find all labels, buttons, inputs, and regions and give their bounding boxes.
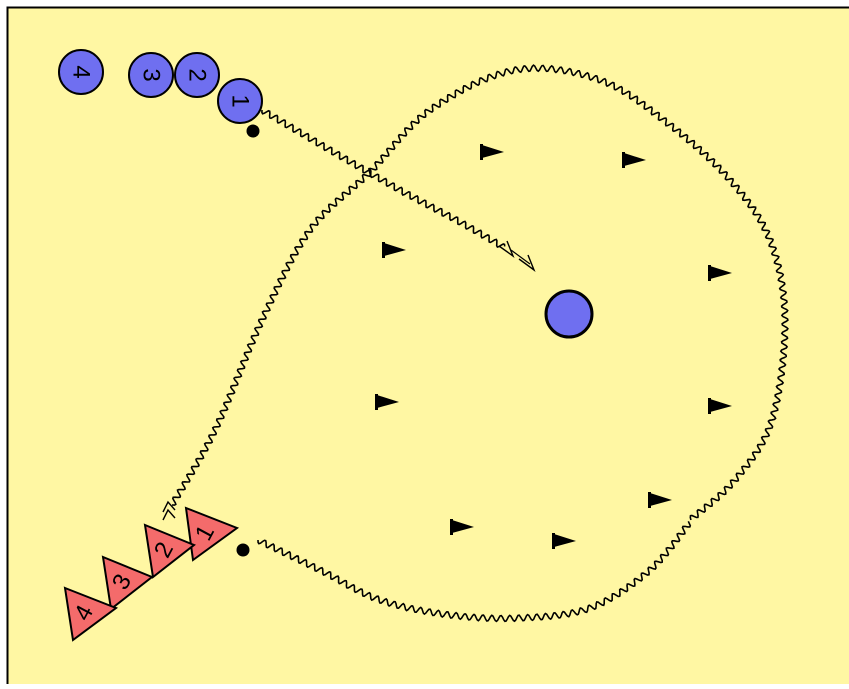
ball-icon [237,544,250,557]
blue-player-number: 2 [184,68,211,81]
blue-player: 4 [59,50,103,94]
ball-icon [247,125,260,138]
blue-player: 1 [218,79,262,123]
blue-player: 2 [175,53,219,97]
blue-player-number: 1 [227,94,254,107]
center-target [546,291,592,337]
blue-player: 3 [129,53,173,97]
blue-player-number: 3 [138,68,165,81]
blue-player-number: 4 [68,65,95,78]
